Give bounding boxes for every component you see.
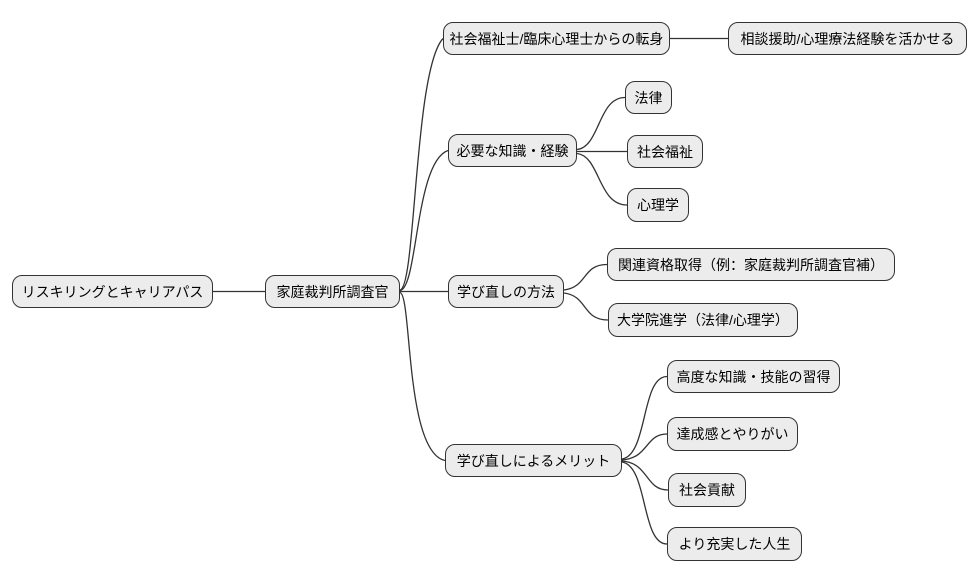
edge-career-tenshin xyxy=(399,38,444,291)
node-related-qualification: 関連資格取得（例：家庭裁判所調査官補） xyxy=(607,248,895,281)
node-relearning-merits: 学び直しによるメリット xyxy=(445,444,622,477)
edge-career-chishiki xyxy=(399,149,449,292)
node-required-knowledge: 必要な知識・経験 xyxy=(448,134,577,167)
edge-merit-kouken xyxy=(621,460,669,491)
node-family-court-officer: 家庭裁判所調査官 xyxy=(265,275,400,308)
node-law: 法律 xyxy=(625,81,672,114)
node-relearning-methods: 学び直しの方法 xyxy=(448,275,564,308)
edge-merit-tassei xyxy=(621,433,668,461)
node-graduate-school: 大学院進学（法律/心理学） xyxy=(608,303,798,337)
edge-chishiki-law xyxy=(576,96,626,151)
node-social-contribution: 社会貢献 xyxy=(668,473,746,507)
node-advanced-skills: 高度な知識・技能の習得 xyxy=(667,360,840,393)
edge-chishiki-shinri xyxy=(576,152,628,206)
node-social-welfare: 社会福祉 xyxy=(627,135,703,168)
node-leverage-experience: 相談援助/心理療法経験を活かせる xyxy=(728,22,967,55)
edge-merit-jinsei xyxy=(621,461,668,545)
node-fulfilling-life: より充実した人生 xyxy=(667,527,802,561)
edge-career-merit xyxy=(399,291,446,462)
node-sense-of-achievement: 達成感とやりがい xyxy=(667,417,798,451)
edge-merit-koudo xyxy=(621,375,668,460)
node-career-change: 社会福祉士/臨床心理士からの転身 xyxy=(443,22,670,55)
node-root: リスキリングとキャリアパス xyxy=(12,275,213,308)
edge-houhou-shikaku xyxy=(563,263,608,291)
edge-houhou-daigakuin xyxy=(563,292,609,321)
node-psychology: 心理学 xyxy=(627,188,689,222)
